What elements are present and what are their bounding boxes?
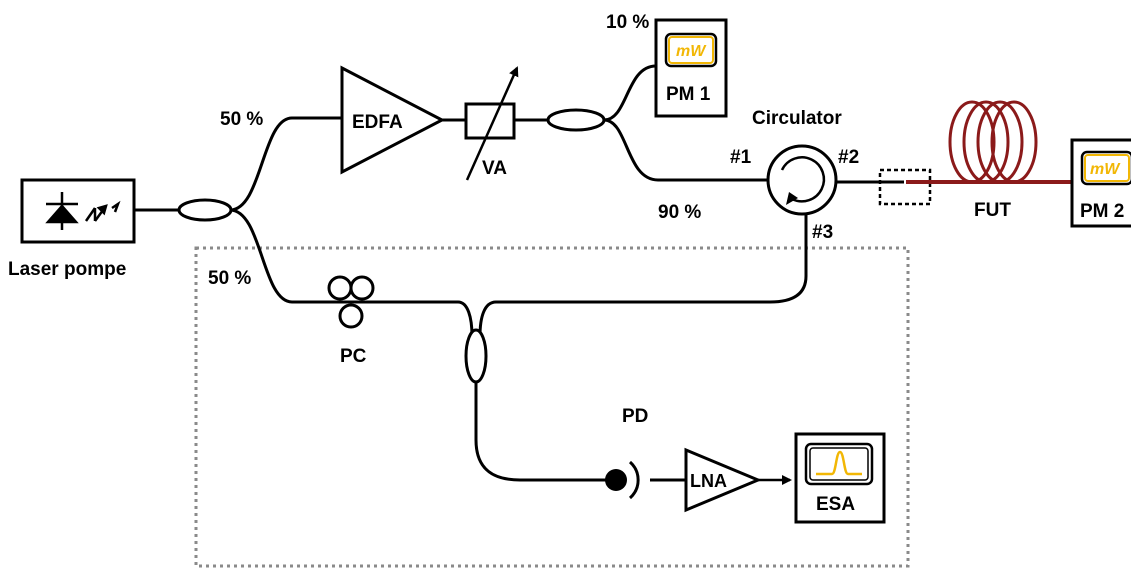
power-meter-2: mW PM 2	[1070, 138, 1131, 228]
photodiode-icon	[605, 460, 640, 500]
variable-attenuator: VA	[464, 66, 519, 181]
esa-label: ESA	[816, 494, 855, 515]
pm1-display-unit: mW	[676, 43, 707, 60]
detection-enclosure	[194, 246, 910, 568]
pc-label: PC	[340, 346, 367, 367]
port1-label: #1	[730, 147, 752, 168]
fiber-to-edfa	[229, 116, 342, 212]
fiber-to-pc	[229, 208, 458, 304]
laser-label: Laser pompe	[8, 259, 126, 280]
electrical-spectrum-analyzer: ESA	[794, 432, 886, 524]
fiber-under-test-coil	[930, 100, 1072, 184]
laser-diode-icon	[45, 192, 121, 230]
port3-label: #3	[812, 222, 833, 243]
pm2-label: PM 2	[1080, 201, 1124, 222]
coupler-input	[177, 198, 233, 222]
laser-pompe: Laser pompe	[8, 178, 136, 280]
connector	[878, 168, 932, 206]
fiber-port3-out	[478, 214, 808, 337]
pd-label: PD	[622, 406, 648, 427]
split-lower-label: 50 %	[208, 268, 251, 289]
fiber-to-circulator	[603, 118, 768, 182]
edfa-label: EDFA	[352, 112, 403, 133]
circulator-label: Circulator	[752, 108, 842, 129]
port2-label: #2	[838, 147, 859, 168]
va-label: VA	[482, 158, 507, 179]
circulator: Circulator #1 #2 #3	[730, 108, 859, 243]
lna-amplifier: LNA	[684, 447, 762, 513]
coupler-detection	[464, 328, 488, 384]
spectrum-peak-icon	[816, 450, 862, 476]
pm2-display-unit: mW	[1090, 161, 1121, 178]
polarization-controller-icon	[327, 275, 375, 329]
coupler-tap	[546, 108, 606, 132]
fiber-to-pm1	[603, 64, 657, 122]
circulator-arrow-icon	[780, 156, 826, 205]
pm1-label: PM 1	[666, 84, 711, 105]
fiber-to-pd	[474, 382, 606, 482]
tap-small-label: 10 %	[606, 12, 649, 33]
fiber-pc-to-coupler	[457, 300, 474, 337]
split-upper-label: 50 %	[220, 109, 263, 130]
lna-label: LNA	[690, 471, 727, 491]
power-meter-1: mW PM 1	[654, 18, 728, 118]
fut-label: FUT	[974, 200, 1011, 221]
edfa-amplifier: EDFA	[340, 65, 446, 175]
tap-large-label: 90 %	[658, 202, 701, 223]
